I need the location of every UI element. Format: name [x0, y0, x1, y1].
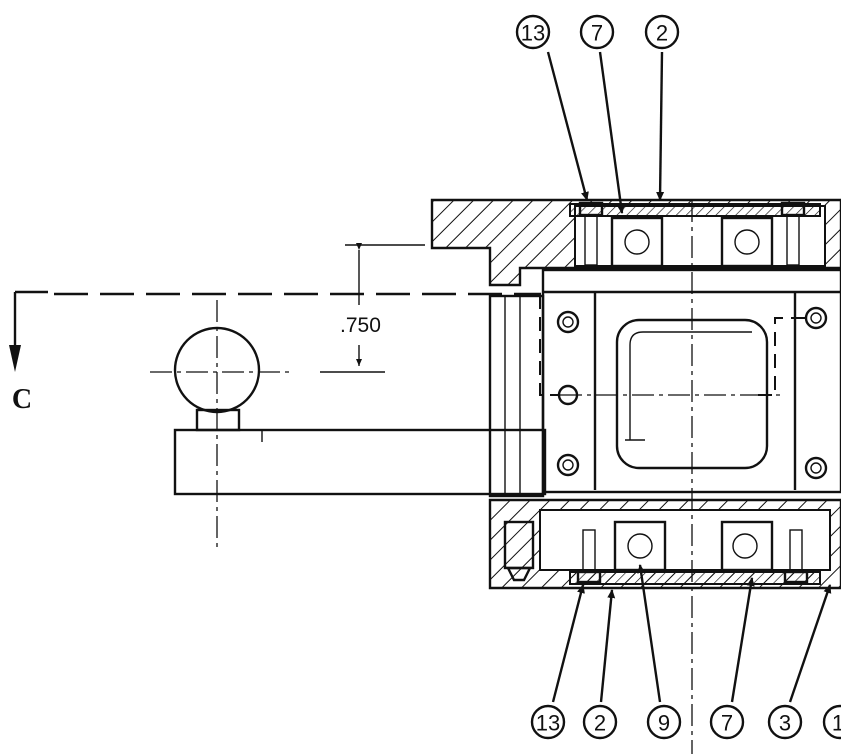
callout-top-13: 13	[515, 14, 589, 201]
bottom-cap-strip	[569, 571, 821, 585]
callout-bottom-3: 3	[767, 584, 832, 740]
callout-bottom-2: 2	[582, 589, 618, 740]
center-lines	[150, 200, 780, 754]
svg-text:3: 3	[779, 711, 791, 736]
hidden-lines	[539, 295, 805, 396]
svg-text:1: 1	[832, 711, 841, 736]
side-plate	[488, 294, 545, 498]
callout-bottom-13: 13	[530, 584, 585, 740]
dimension-label: .750	[340, 314, 381, 337]
dimension-750	[320, 243, 425, 373]
svg-text:2: 2	[594, 711, 606, 736]
section-label: C	[12, 384, 32, 415]
bottom-screws	[503, 520, 809, 584]
top-screws	[578, 201, 806, 266]
callout-top-7: 7	[579, 14, 625, 214]
svg-text:2: 2	[656, 21, 668, 46]
callout-bottom-1: 1	[822, 704, 841, 740]
top-cap-strip	[569, 203, 821, 217]
callout-top-2: 2	[644, 14, 680, 201]
top-bearings	[610, 216, 774, 268]
svg-text:13: 13	[536, 711, 560, 736]
callout-bottom-9: 9	[637, 564, 682, 740]
svg-text:7: 7	[721, 711, 733, 736]
arm	[173, 428, 547, 496]
section-cut-line	[9, 290, 541, 372]
svg-text:13: 13	[521, 21, 545, 46]
callout-bottom-7: 7	[709, 577, 755, 740]
svg-text:7: 7	[591, 21, 603, 46]
svg-text:9: 9	[658, 711, 670, 736]
